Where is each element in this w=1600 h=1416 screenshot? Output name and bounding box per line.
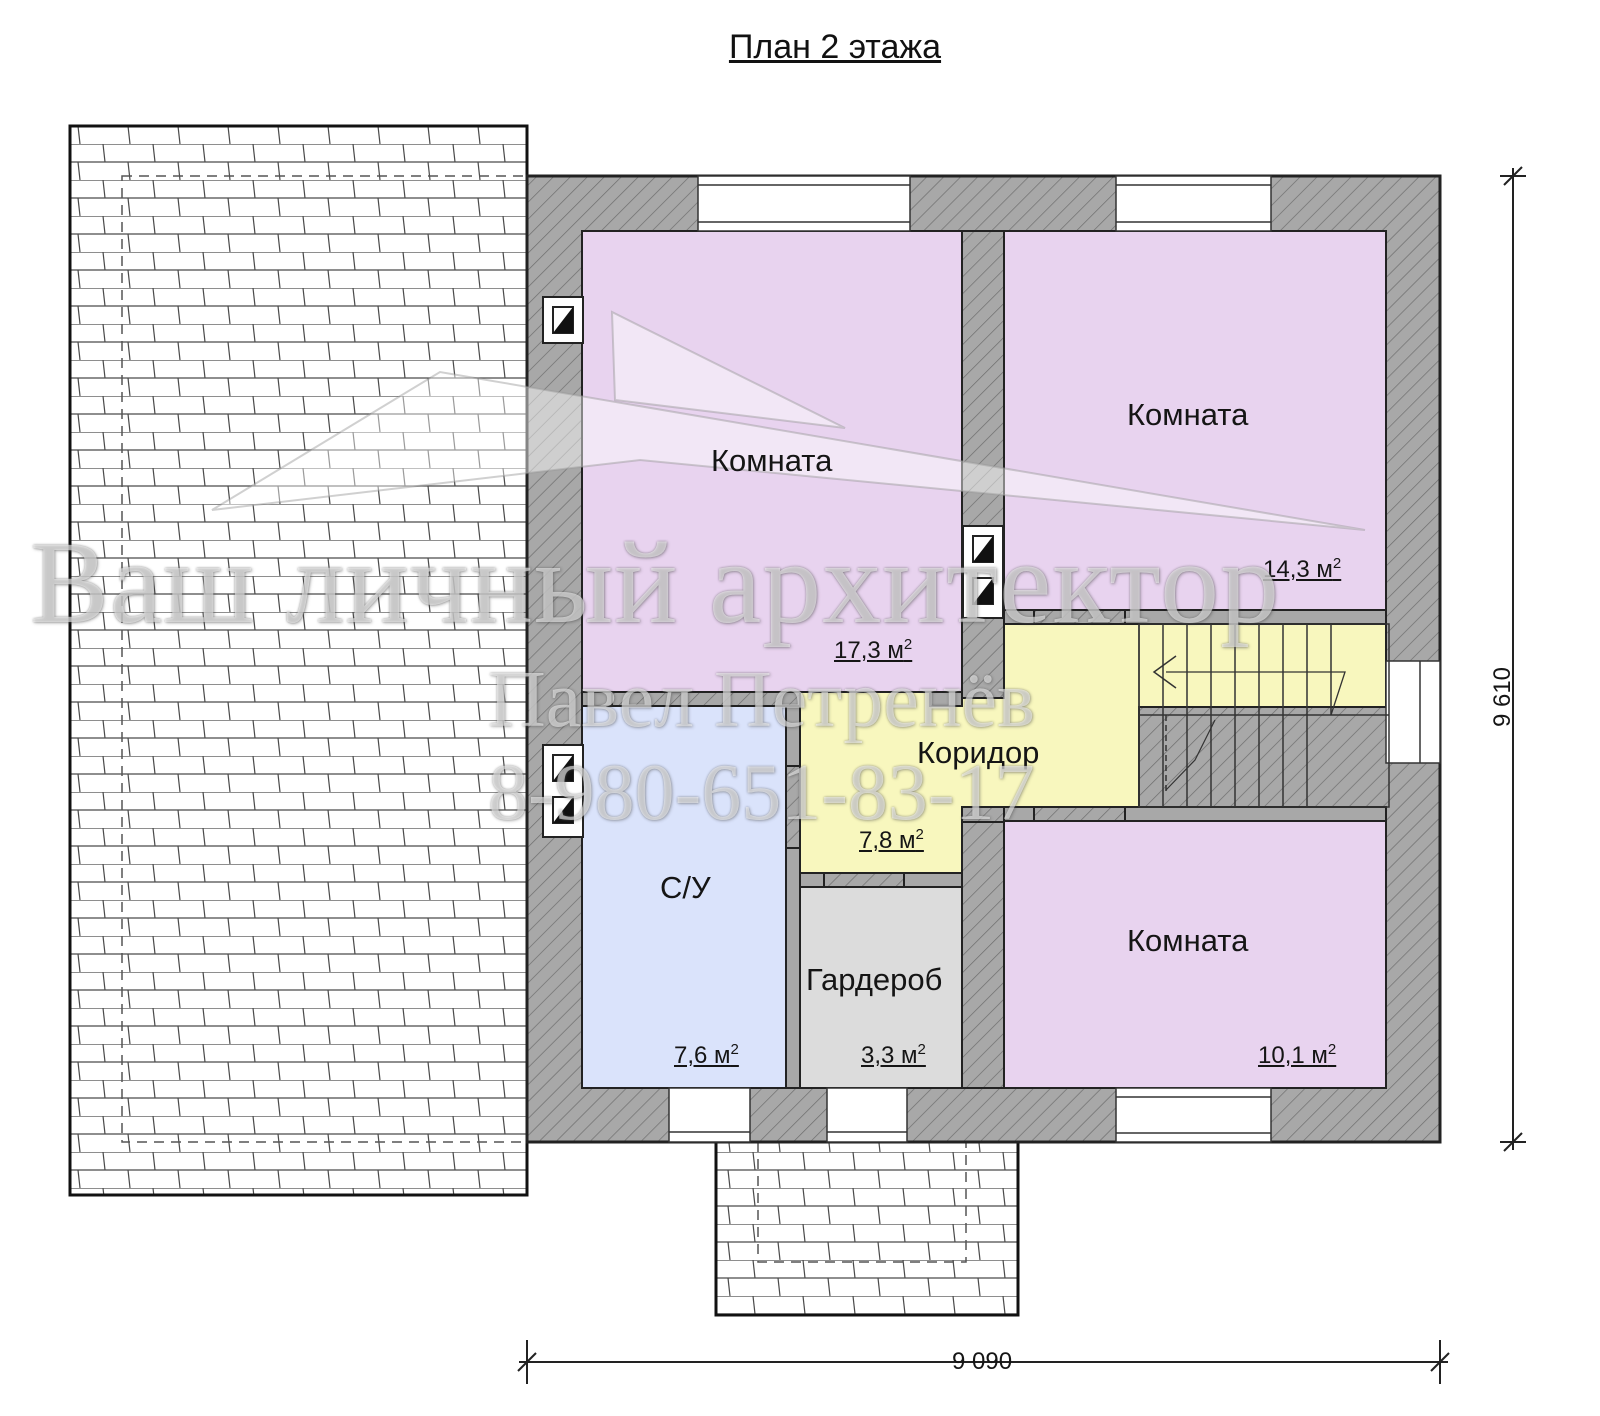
room-2-label: Комната [1127, 397, 1249, 432]
room-1-label: Комната [711, 443, 833, 478]
porch-roof [714, 1140, 1020, 1317]
watermark-logo [211, 310, 1366, 531]
corridor-label: Коридор [917, 735, 1040, 770]
vent-ducts [542, 296, 1004, 838]
bathroom-label: С/У [660, 870, 711, 905]
wardrobe-area: 3,3 м2 [861, 1041, 926, 1069]
room-3-label: Комната [1127, 923, 1249, 958]
room-2-area: 14,3 м2 [1263, 555, 1342, 583]
roof-slope-left [68, 124, 529, 1197]
height-dimension-label: 9 610 [1489, 666, 1517, 728]
plan-title: План 2 этажа [728, 28, 942, 66]
wardrobe-label: Гардероб [806, 962, 943, 997]
watermark-line-1: Ваш личный архитектор [30, 517, 1281, 648]
watermark-line-2: Павел Петренёв [488, 656, 1035, 744]
corridor-area: 7,8 м2 [859, 826, 924, 854]
width-dimension-label: 9 090 [952, 1348, 1013, 1375]
windows [668, 175, 1441, 1143]
dimension-lines [517, 166, 1526, 1384]
watermark-line-3: 8-980-651-83-17 [488, 749, 1035, 837]
room-3-area: 10,1 м2 [1258, 1041, 1337, 1069]
staircase [1138, 623, 1390, 808]
inner-walls [581, 230, 1387, 1089]
room-1-area: 17,3 м2 [834, 636, 913, 664]
bathroom-area: 7,6 м2 [674, 1041, 739, 1069]
room-floors [581, 230, 1387, 1089]
